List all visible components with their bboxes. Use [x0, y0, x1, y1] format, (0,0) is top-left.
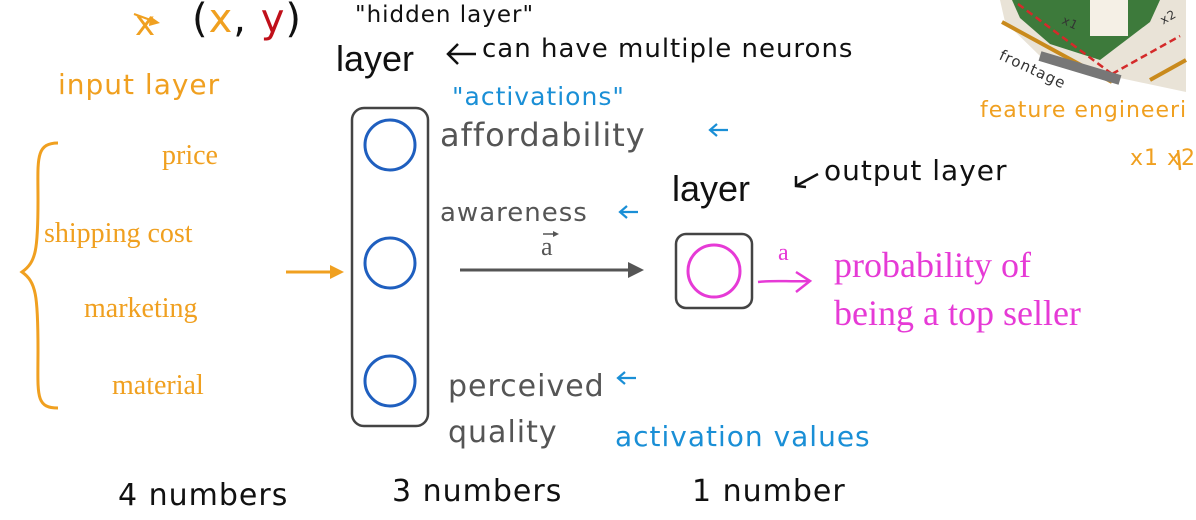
feature-engineering-label: feature engineeri — [980, 98, 1188, 123]
activations-annotation: "activations" — [452, 82, 625, 111]
output-result-line-2: being a top seller — [834, 293, 1081, 333]
xy-x: x — [208, 0, 234, 42]
hidden-layer-annotation: "hidden layer" — [355, 2, 535, 28]
perceived-arrow — [616, 371, 636, 385]
hidden-layer-label: layer — [336, 38, 415, 79]
feature-price: price — [162, 140, 218, 171]
house-illustration — [1000, 0, 1187, 92]
output-layer-arrow — [794, 172, 819, 189]
hidden-count: 3 numbers — [392, 474, 563, 509]
activation-values-annotation: activation values — [615, 420, 871, 453]
input-count: 4 numbers — [118, 478, 289, 513]
hidden-neuron-3 — [363, 354, 417, 408]
feature-shipping-cost: shipping cost — [44, 218, 193, 249]
neuron-label-perceived-quality: perceived quality — [448, 369, 605, 450]
x-vec-head — [149, 16, 160, 26]
input-arrow-head — [330, 265, 344, 279]
hidden-layer-box — [350, 106, 430, 428]
output-layer-annotation: output layer — [824, 154, 1008, 187]
output-neuron — [686, 243, 742, 299]
vector-arrow-head — [628, 262, 644, 278]
feature-material: material — [112, 370, 204, 401]
xy-y: y — [260, 0, 286, 42]
affordability-arrow — [708, 123, 728, 137]
hidden-neuron-1 — [363, 118, 417, 172]
x-vector-label: x — [135, 4, 157, 44]
neuron-label-awareness: awareness — [440, 198, 588, 228]
output-layer-label: layer — [672, 168, 751, 209]
output-arrow-head — [795, 270, 813, 293]
output-result-line-1: probability of — [834, 245, 1031, 285]
output-count: 1 number — [692, 474, 846, 509]
can-have-arrow — [446, 43, 476, 65]
neuron-label-affordability: affordability — [440, 116, 646, 154]
corner-x1x2-label: x1 x2 — [1130, 146, 1196, 171]
awareness-arrow — [618, 205, 638, 219]
xy-pair: (x, y) — [192, 0, 302, 42]
can-have-annotation: can have multiple neurons — [482, 34, 854, 64]
input-layer-title: input layer — [58, 68, 221, 101]
output-layer-box — [674, 232, 754, 310]
x-subscript-mark — [1176, 149, 1182, 171]
output-arrow — [757, 279, 809, 284]
vector-bar-head — [553, 231, 559, 237]
vector-a-label: a — [541, 232, 553, 261]
input-brace — [19, 141, 59, 410]
feature-marketing: marketing — [84, 293, 198, 324]
output-a-label: a — [778, 240, 789, 266]
hidden-neuron-2 — [363, 236, 417, 290]
